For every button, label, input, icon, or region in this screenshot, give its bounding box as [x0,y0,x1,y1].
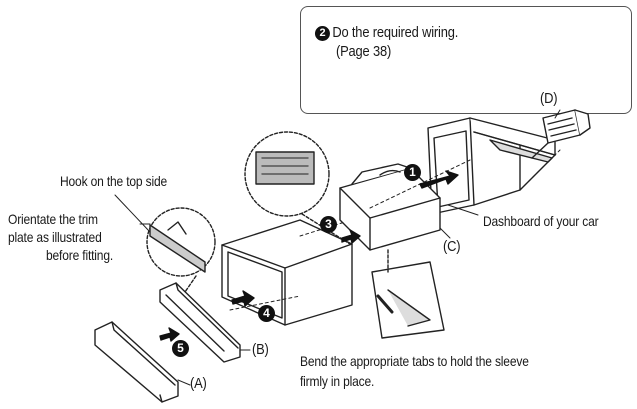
hook-label: Hook on the top side [60,173,168,189]
sleeve-detail-circle [244,131,351,245]
dashboard-frame [427,117,556,215]
wiring-callout-box [300,6,632,114]
orientate-label-line-3: before fitting. [46,247,114,263]
faceplate-a [94,321,179,403]
trim-plate-b [159,282,241,363]
tab-bending-detail [371,249,445,339]
orientate-label-line-2: plate as illustrated [8,229,102,245]
step-2-page-ref: (Page 38) [336,43,392,60]
part-c-label: (C) [443,238,461,255]
step-3-badge: 3 [320,216,337,233]
hook-detail-circle [146,207,216,293]
connector-d [531,109,591,159]
part-a-label: (A) [190,375,207,392]
step-2-instruction: Do the required wiring. [332,24,459,41]
part-d-label: (D) [540,90,558,107]
bend-tabs-label-line-1: Bend the appropriate tabs to hold the sl… [300,353,529,369]
orientate-label-line-1: Orientate the trim [8,211,98,227]
step-2-badge: 2 [314,26,330,41]
head-unit-body [221,219,353,326]
step-1-badge: 1 [404,164,421,181]
step-4-badge: 4 [258,305,275,322]
part-b-label: (B) [252,341,269,358]
dashboard-label: Dashboard of your car [483,213,599,229]
leader-lines [114,109,561,386]
direction-arrows [159,170,459,342]
bend-tabs-label-line-2: firmly in place. [300,373,375,389]
mounting-sleeve-c [339,163,441,251]
step-5-badge: 5 [172,340,189,357]
